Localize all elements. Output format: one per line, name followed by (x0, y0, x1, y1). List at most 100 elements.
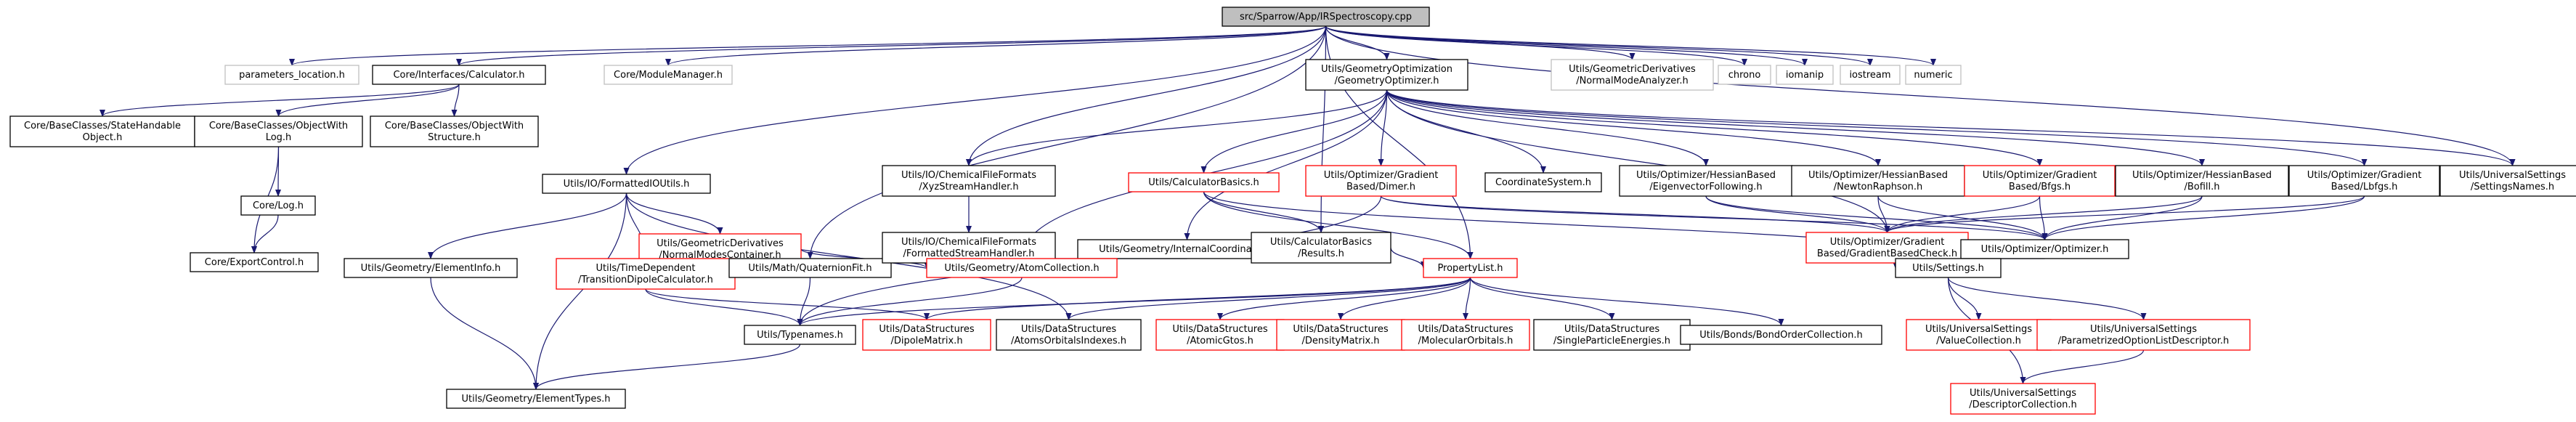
node-coordinate-system[interactable]: CoordinateSystem.h (1484, 172, 1602, 192)
node-label: /GeometryOptimizer.h (1334, 76, 1439, 86)
node-dipole-matrix[interactable]: Utils/DataStructures/DipoleMatrix.h (862, 319, 991, 351)
node-chemical-file-formats[interactable]: Utils/IO/ChemicalFileFormats/XyzStreamHa… (882, 165, 1056, 197)
node-element-info[interactable]: Utils/Geometry/ElementInfo.h (344, 258, 518, 278)
node-box (1619, 165, 1793, 197)
node-bofill[interactable]: Utils/Optimizer/HessianBased/Bofill.h (2115, 165, 2289, 197)
node-box (370, 115, 539, 147)
node-label: src/Sparrow/App/IRSpectroscopy.cpp (1240, 12, 1412, 23)
node-atomic-gtos[interactable]: Utils/DataStructures/AtomicGtos.h (1155, 319, 1285, 351)
node-atoms-orbitals-indexes[interactable]: Utils/DataStructures/AtomsOrbitalsIndexe… (996, 319, 1142, 351)
node-label: /XyzStreamHandler.h (919, 182, 1018, 192)
node-bond-order-collection[interactable]: Utils/Bonds/BondOrderCollection.h (1680, 325, 1882, 345)
node-label: /NormalModeAnalyzer.h (1576, 76, 1689, 86)
node-box (1128, 172, 1280, 192)
node-descriptor-collection[interactable]: Utils/UniversalSettings/DescriptorCollec… (1950, 383, 2096, 415)
node-label: /Results.h (1298, 248, 1344, 259)
node-module-manager: Core/ModuleManager.h (604, 65, 733, 85)
edge-property-list-to-single-particle-energies (1469, 277, 1615, 320)
edge-root-to-chemical-file-formats (966, 25, 1327, 166)
node-box (1906, 319, 2052, 351)
edge-formatted-io-to-element-info (428, 192, 627, 259)
node-core-log[interactable]: Core/Log.h (240, 195, 316, 216)
node-label: Utils/IO/ChemicalFileFormats (901, 237, 1036, 248)
node-settings[interactable]: Utils/Settings.h (1895, 258, 2002, 278)
node-label: Utils/CalculatorBasics (1270, 237, 1372, 248)
node-calculator-basics-results[interactable]: Utils/CalculatorBasics/Results.h (1251, 232, 1391, 264)
node-calculator-basics[interactable]: Utils/CalculatorBasics.h (1128, 172, 1280, 192)
node-transition-dipole[interactable]: Utils/TimeDependent/TransitionDipoleCalc… (556, 258, 736, 290)
edge-property-list-to-dipole-matrix (924, 277, 1471, 320)
edge-root-to-quaternion-fit (807, 25, 1327, 259)
node-single-particle-energies[interactable]: Utils/DataStructures/SingleParticleEnerg… (1533, 319, 1691, 351)
node-label: Utils/DataStructures (879, 324, 975, 335)
node-export-control[interactable]: Core/ExportControl.h (190, 252, 319, 272)
edge-typenames-to-element-types (533, 344, 801, 390)
node-label: Utils/Optimizer/Gradient (1983, 170, 2097, 181)
node-quaternion-fit[interactable]: Utils/Math/QuaternionFit.h (728, 258, 892, 278)
edge-bofill-to-optimizer (2041, 195, 2203, 240)
node-label: numeric (1914, 70, 1952, 81)
edge-calculator-to-object-with-structure (451, 84, 460, 117)
node-newton-raphson[interactable]: Utils/Optimizer/HessianBased/NewtonRaphs… (1791, 165, 1965, 197)
node-parameters-location: parameters_location.h (224, 65, 359, 85)
node-box (2439, 165, 2576, 197)
node-geometry-optimizer[interactable]: Utils/GeometryOptimization/GeometryOptim… (1305, 59, 1468, 91)
node-box (728, 258, 892, 278)
node-label: Utils/Geometry/ElementInfo.h (361, 263, 501, 274)
edge-geometry-optimizer-to-bofill (1386, 89, 2205, 166)
node-label: /TransitionDipoleCalculator.h (578, 275, 713, 285)
node-label: Utils/Math/QuaternionFit.h (748, 263, 871, 274)
node-box (2288, 165, 2440, 197)
node-formatted-io[interactable]: Utils/IO/FormattedIOUtils.h (542, 174, 711, 194)
node-box (344, 258, 518, 278)
node-box (926, 258, 1118, 278)
node-molecular-orbitals[interactable]: Utils/DataStructures/MolecularOrbitals.h (1401, 319, 1530, 351)
node-label: Based/Lbfgs.h (2331, 182, 2398, 192)
edge-geometry-optimizer-to-internal-coordinates (1184, 89, 1388, 240)
node-box (372, 65, 546, 85)
edge-root-to-numeric (1325, 25, 1936, 66)
node-label: parameters_location.h (239, 70, 345, 81)
node-typenames[interactable]: Utils/Typenames.h (744, 325, 856, 345)
node-box (224, 65, 359, 85)
node-calculator[interactable]: Core/Interfaces/Calculator.h (372, 65, 546, 85)
node-box (1718, 65, 1771, 85)
node-bfgs[interactable]: Utils/Optimizer/GradientBased/Bfgs.h (1964, 165, 2116, 197)
node-box (1401, 319, 1530, 351)
node-label: Utils/Optimizer/HessianBased (1808, 170, 1948, 181)
node-box (1305, 165, 1457, 197)
node-eigenvector-following[interactable]: Utils/Optimizer/HessianBased/Eigenvector… (1619, 165, 1793, 197)
node-label: Core/ModuleManager.h (614, 70, 723, 81)
node-root[interactable]: src/Sparrow/App/IRSpectroscopy.cpp (1222, 7, 1430, 27)
node-element-types[interactable]: Utils/Geometry/ElementTypes.h (446, 389, 626, 409)
node-box (2115, 165, 2289, 197)
node-label: /Bofill.h (2184, 182, 2219, 192)
node-label: /NewtonRaphson.h (1834, 182, 1923, 192)
edge-geometry-optimizer-to-dimer (1378, 89, 1388, 166)
node-lbfgs[interactable]: Utils/Optimizer/GradientBased/Lbfgs.h (2288, 165, 2440, 197)
edge-root-to-calculator (456, 25, 1327, 66)
node-atom-collection[interactable]: Utils/Geometry/AtomCollection.h (926, 258, 1118, 278)
node-dimer[interactable]: Utils/Optimizer/GradientBased/Dimer.h (1305, 165, 1457, 197)
node-label: /SingleParticleEnergies.h (1553, 336, 1670, 346)
node-parametrized-option-list[interactable]: Utils/UniversalSettings/ParametrizedOpti… (2036, 319, 2251, 351)
node-label: Core/BaseClasses/ObjectWith (209, 121, 348, 131)
edge-eigenvector-following-to-gradient-based-check (1705, 195, 1890, 233)
node-value-collection[interactable]: Utils/UniversalSettings/ValueCollection.… (1906, 319, 2052, 351)
edge-property-list-to-density-matrix (1338, 277, 1471, 320)
edge-root-to-settings-names (1325, 25, 2516, 166)
edge-parametrized-option-list-to-descriptor-collection (2020, 349, 2145, 384)
edge-geometry-optimizer-to-settings-names (1386, 89, 2516, 166)
node-label: /AtomsOrbitalsIndexes.h (1011, 336, 1126, 346)
edge-property-list-to-bond-order-collection (1469, 277, 1784, 326)
node-optimizer[interactable]: Utils/Optimizer/Optimizer.h (1960, 239, 2129, 259)
node-settings-names[interactable]: Utils/UniversalSettings/SettingsNames.h (2439, 165, 2576, 197)
node-density-matrix[interactable]: Utils/DataStructures/DensityMatrix.h (1276, 319, 1405, 351)
node-property-list[interactable]: PropertyList.h (1423, 258, 1518, 278)
edge-lbfgs-to-optimizer (2041, 195, 2365, 240)
edge-geometry-optimizer-to-lbfgs (1386, 89, 2368, 166)
edge-calculator-to-object-with-log (275, 84, 460, 117)
